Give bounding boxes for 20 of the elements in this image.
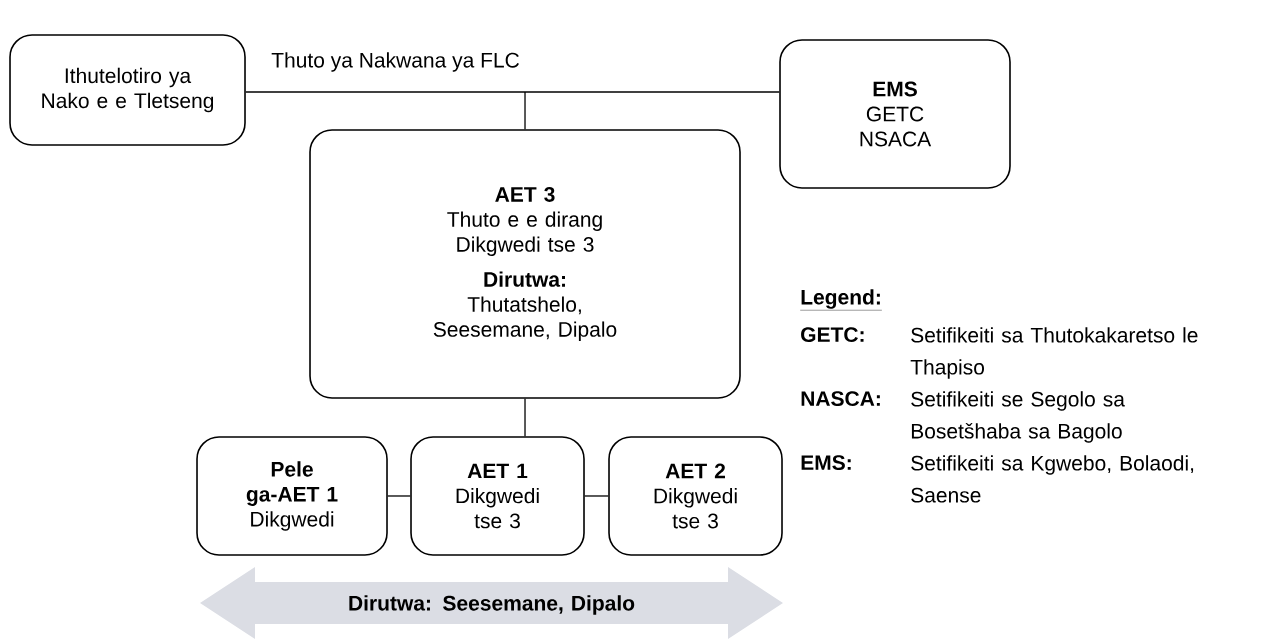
connector-line xyxy=(524,91,526,130)
legend-term: GETC: xyxy=(801,327,864,343)
process-box: Pele ga-AET 1 Dikgwedi xyxy=(196,436,388,556)
connector-line xyxy=(524,398,526,437)
legend-term: NASCA: xyxy=(801,391,880,407)
process-box: AET 1 Dikgwedi tse 3 xyxy=(410,436,585,556)
connector-line xyxy=(584,495,609,497)
connector-line xyxy=(387,495,411,497)
legend-heading: Legend: xyxy=(800,289,883,311)
process-box: AET 3 Thuto e e dirang Dikgwedi tse 3 Dirutwa: Thutatshelo, Seesemane, Dipalo xyxy=(309,129,741,399)
process-box: Ithutelotiro ya Nako e e Tletseng xyxy=(9,34,246,146)
double-arrow-band: Dirutwa: Seesemane, Dipalo xyxy=(200,567,783,639)
process-box: AET 2 Dikgwedi tse 3 xyxy=(608,436,783,556)
edge-label: Thuto ya Nakwana ya FLC xyxy=(270,51,521,73)
connector-line xyxy=(245,91,780,93)
legend-definition: Setifikeiti sa Thutokakaretso le Thapiso xyxy=(910,327,1198,379)
legend-definition: Setifikeiti sa Kgwebo, Bolaodi, Saense xyxy=(911,455,1194,503)
legend-definition: Setifikeiti se Segolo sa Bosetšhaba sa Bagolo xyxy=(911,391,1125,443)
legend-term: EMS: xyxy=(801,455,851,471)
process-box: EMS GETC NSACA xyxy=(779,39,1011,189)
